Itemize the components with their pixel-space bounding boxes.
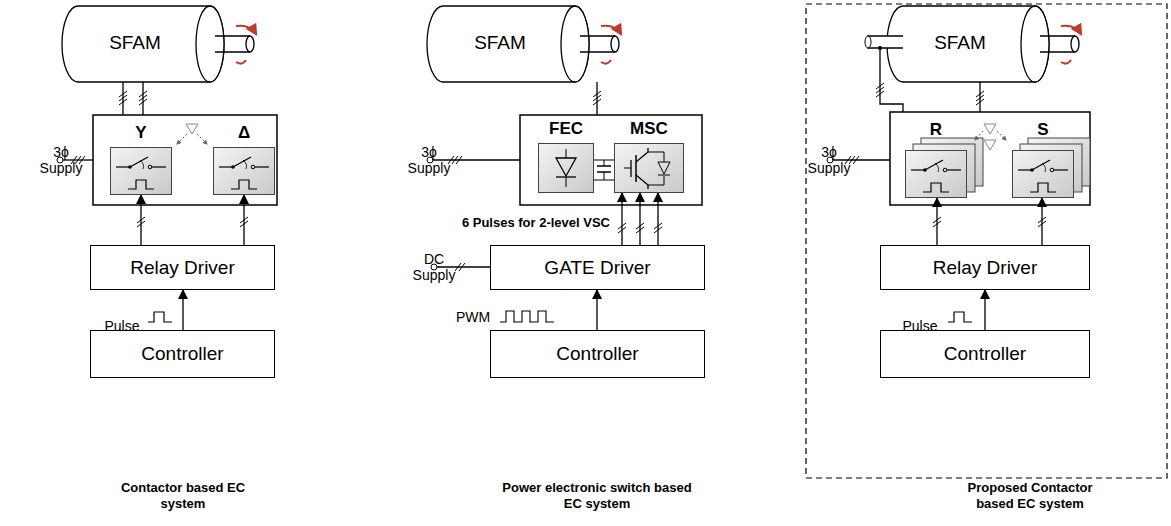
switch-block: R: [905, 150, 967, 198]
node-label: SFAM: [474, 32, 526, 54]
switch-block: MSC: [614, 143, 684, 193]
switch-block: FEC: [538, 143, 594, 193]
pulse-note: 6 Pulses for 2-level VSC: [420, 215, 610, 231]
switch-block: S: [1012, 150, 1074, 198]
supply-label: 3ϕ Supply: [806, 144, 852, 176]
node-label: SFAM: [109, 32, 161, 54]
supply-label: 3ϕ Supply: [406, 144, 452, 176]
system-caption: Contactor based EC system: [118, 480, 248, 512]
process-box: Controller: [90, 330, 275, 378]
node-label: GATE Driver: [544, 257, 650, 279]
signal-name: PWM: [448, 309, 498, 325]
machine-cylinder: SFAM: [75, 8, 195, 78]
process-box: Relay Driver: [880, 245, 1090, 290]
node-label: Relay Driver: [130, 257, 235, 279]
signal-arrow: [596, 290, 597, 330]
node-label: Controller: [141, 343, 223, 365]
machine-cylinder: SFAM: [440, 8, 560, 78]
supply-label: 3ϕ Supply: [38, 144, 84, 176]
signal-arrow: [182, 290, 183, 330]
machine-cylinder: SFAM: [900, 8, 1020, 78]
node-label: Controller: [556, 343, 638, 365]
process-box: GATE Driver: [490, 245, 705, 290]
signal-name: Pulse: [98, 318, 146, 334]
supply-label: DC Supply: [408, 251, 460, 283]
node-label: Controller: [944, 343, 1026, 365]
signal-arrow: [243, 195, 244, 245]
signal-arrow: [639, 193, 640, 245]
signal-arrow: [1041, 198, 1042, 245]
signal-arrow: [657, 193, 658, 245]
block-letter: MSC: [630, 119, 668, 139]
signal-arrow: [140, 195, 141, 245]
signal-arrow: [936, 198, 937, 245]
process-box: Controller: [880, 330, 1090, 378]
switch-block: Δ: [213, 147, 275, 195]
node-label: Relay Driver: [933, 257, 1038, 279]
system-caption: Power electronic switch based EC system: [500, 480, 694, 512]
signal-name: Pulse: [896, 318, 944, 334]
signal-arrow: [621, 193, 622, 245]
node-label: SFAM: [934, 32, 986, 54]
signal-arrow: [984, 290, 985, 330]
block-letter: Δ: [238, 123, 250, 143]
block-letter: S: [1037, 120, 1048, 140]
block-letter: FEC: [549, 119, 583, 139]
block-letter: Y: [135, 123, 146, 143]
block-letter: R: [930, 120, 942, 140]
process-box: Relay Driver: [90, 245, 275, 290]
switch-block: Y: [110, 147, 172, 195]
system-caption: Proposed Contactor based EC system: [955, 480, 1105, 512]
process-box: Controller: [490, 330, 705, 378]
